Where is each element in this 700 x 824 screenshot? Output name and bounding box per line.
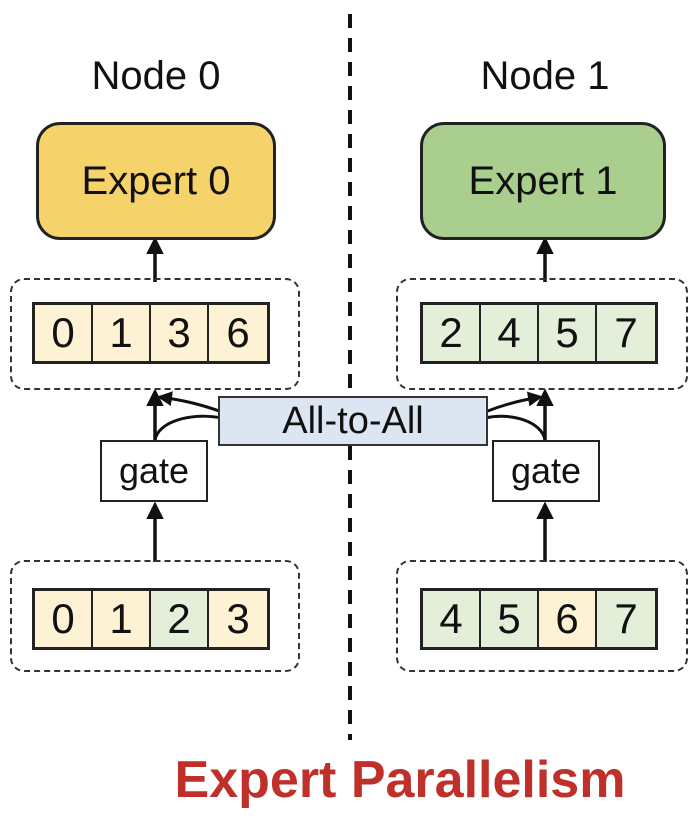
- gate-node-0: gate: [100, 440, 208, 502]
- arrow-all-to-all-to-node0-a: [157, 391, 223, 414]
- token-5: 5: [481, 591, 539, 647]
- token-4: 4: [481, 305, 539, 361]
- token-6: 6: [209, 305, 267, 361]
- token-2: 2: [151, 591, 209, 647]
- expert-1-box: Expert 1: [420, 122, 666, 240]
- token-6: 6: [539, 591, 597, 647]
- input-group-node-1: [396, 560, 688, 672]
- all-to-all-box: All-to-All: [218, 396, 488, 446]
- input-group-node-0: [10, 560, 300, 672]
- node-0-label: Node 0: [91, 54, 221, 98]
- dispatched-group-node-0: [10, 278, 300, 390]
- all-to-all-label: All-to-All: [282, 399, 424, 442]
- token-4: 4: [423, 591, 481, 647]
- arrow-all-to-all-to-node1-b: [484, 414, 547, 441]
- token-0: 0: [35, 305, 93, 361]
- expert-0-label: Expert 0: [81, 158, 231, 203]
- token-3: 3: [209, 591, 267, 647]
- token-5: 5: [539, 305, 597, 361]
- token-0: 0: [35, 591, 93, 647]
- gate-node-1: gate: [492, 440, 600, 502]
- token-1: 1: [93, 591, 151, 647]
- token-7: 7: [597, 591, 655, 647]
- node-1-label: Node 1: [480, 54, 610, 98]
- expert-0-box: Expert 0: [36, 122, 276, 240]
- expert-1-label: Expert 1: [468, 158, 618, 203]
- diagram-title: Expert Parallelism: [174, 751, 626, 809]
- dispatched-group-node-1: [396, 278, 688, 390]
- token-1: 1: [93, 305, 151, 361]
- token-3: 3: [151, 305, 209, 361]
- token-2: 2: [423, 305, 481, 361]
- arrow-all-to-all-to-node0-b: [153, 414, 223, 441]
- token-7: 7: [597, 305, 655, 361]
- arrow-all-to-all-to-node1-a: [484, 391, 543, 414]
